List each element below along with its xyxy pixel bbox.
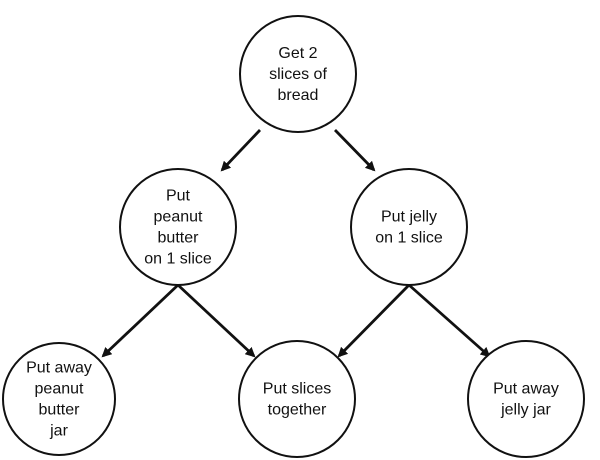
edges-layer [101, 129, 491, 358]
node-circle [2, 342, 116, 456]
node-circle [467, 340, 585, 458]
node-label-line: Put slices [263, 381, 331, 398]
node-label: Put jelly on 1 slice [375, 209, 443, 247]
node-put-away-peanut-butter: Put away peanut butter jar [2, 342, 116, 456]
edge-put-jelly-to-put-away-jelly [408, 283, 491, 358]
edge-get-bread-to-put-peanut-butter [220, 129, 262, 172]
node-label: Put slices together [263, 381, 331, 419]
node-label-line: Put [166, 188, 191, 205]
node-circle [238, 340, 356, 458]
edge-put-peanut-butter-to-put-slices-together [177, 283, 256, 358]
edge-get-bread-to-put-jelly [333, 129, 376, 172]
node-label-line: Put away [26, 360, 92, 377]
node-label-line: jar [49, 423, 68, 440]
node-label-line: Put jelly [381, 209, 437, 226]
node-label-line: slices of [269, 66, 327, 83]
node-label: Get 2 slices of bread [269, 45, 327, 104]
node-label-line: on 1 slice [144, 251, 212, 268]
node-put-away-jelly: Put away jelly jar [467, 340, 585, 458]
node-circle [350, 168, 468, 286]
node-label-line: Get 2 [278, 45, 317, 62]
node-circle [119, 168, 237, 286]
node-label: Put away peanut butter jar [26, 360, 92, 440]
edge-put-peanut-butter-to-put-away-peanut-butter [101, 283, 179, 358]
edge-put-jelly-to-put-slices-together [337, 284, 410, 358]
node-label: Put peanut butter on 1 slice [144, 188, 212, 268]
node-circle [239, 15, 357, 133]
node-put-jelly: Put jelly on 1 slice [350, 168, 468, 286]
node-put-peanut-butter: Put peanut butter on 1 slice [119, 168, 237, 286]
node-label-line: Put away [493, 381, 559, 398]
node-label-line: peanut [154, 209, 203, 226]
node-label-line: together [268, 402, 327, 419]
node-label-line: bread [278, 87, 319, 104]
node-label-line: butter [39, 402, 81, 419]
node-label: Put away jelly jar [493, 381, 559, 419]
node-label-line: jelly jar [500, 402, 551, 419]
node-label-line: butter [158, 230, 200, 247]
node-label-line: peanut [35, 381, 84, 398]
node-label-line: on 1 slice [375, 230, 443, 247]
node-get-bread: Get 2 slices of bread [239, 15, 357, 133]
node-put-slices-together: Put slices together [238, 340, 356, 458]
